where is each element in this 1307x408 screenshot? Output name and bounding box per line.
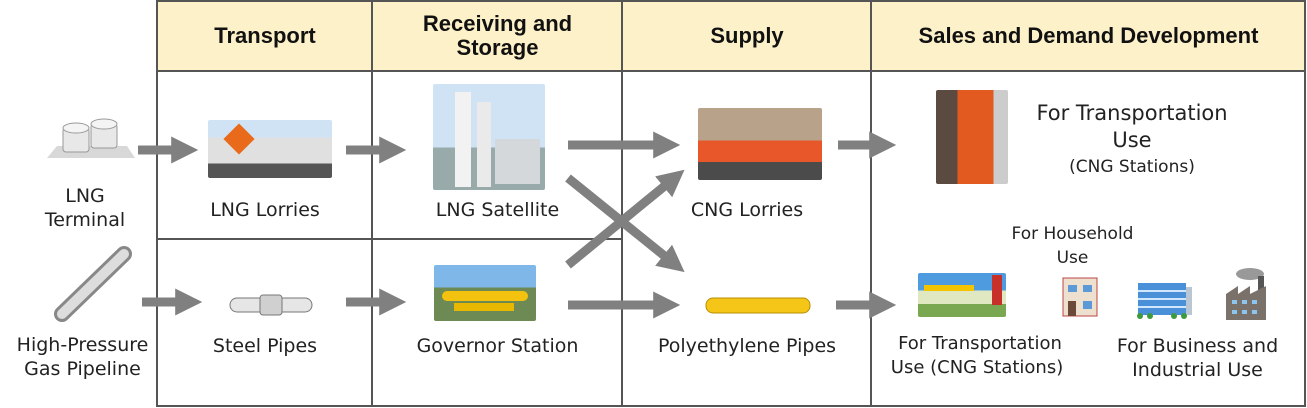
house-icon: [1062, 277, 1098, 317]
office-building-icon: [1137, 283, 1192, 319]
steel-pipe-icon: [229, 294, 313, 316]
polyethylene-pipes-label: Polyethylene Pipes: [657, 335, 837, 357]
vaporizer: [495, 139, 540, 184]
high-pressure-pipeline-icon: [54, 246, 132, 322]
transport-use-top-line1: For Transportation: [1036, 101, 1228, 125]
lng-satellite-label: LNG Satellite: [435, 199, 560, 221]
price-sign: [992, 275, 1002, 305]
household-use-line1: For Household: [1011, 224, 1134, 244]
grid-line: [870, 0, 872, 407]
logo-mark: [223, 123, 255, 155]
header-sales-demand: Sales and Demand Development: [872, 0, 1305, 71]
lng-lorries-label: LNG Lorries: [210, 199, 320, 221]
grid-line: [371, 0, 373, 407]
steel-pipes-label: Steel Pipes: [212, 335, 318, 357]
cng-dispenser-image: [936, 90, 1008, 184]
grid-line: [156, 405, 1306, 407]
storage-tank: [455, 92, 471, 187]
factory-icon: [1226, 268, 1266, 320]
business-industrial-line1: For Business and: [1116, 335, 1279, 357]
grid-line: [621, 0, 623, 407]
lng-terminal-label: LNG Terminal: [44, 185, 126, 231]
lng-satellite-image: [433, 84, 545, 190]
gas-pipe: [442, 291, 528, 301]
grid-line: [156, 0, 1306, 2]
grid-line: [156, 0, 158, 407]
arrow-governor-to-cng-lorries: [565, 169, 685, 269]
pipeline-label: High-Pressure Gas Pipeline: [16, 334, 149, 380]
grid-line: [1304, 0, 1306, 407]
business-industrial-line2: Industrial Use: [1132, 359, 1263, 381]
transport-use-bottom-line1: For Transportation: [898, 333, 1062, 354]
transport-use-top-line3: (CNG Stations): [1069, 157, 1195, 177]
transport-use-top-line2: Use: [1112, 128, 1152, 152]
gas-pipe: [454, 303, 514, 311]
grid-line: [156, 238, 623, 240]
storage-tank: [477, 102, 491, 187]
header-receiving-storage: Receiving and Storage: [373, 0, 622, 71]
header-supply: Supply: [623, 0, 871, 71]
household-use-line2: Use: [1056, 248, 1089, 268]
grid-line: [156, 70, 1306, 72]
cng-lorries-label: CNG Lorries: [690, 199, 804, 221]
polyethylene-pipe-icon: [705, 297, 811, 314]
transport-use-bottom-line2: Use (CNG Stations): [890, 357, 1064, 378]
cng-station-image: [918, 273, 1006, 317]
governor-station-image: [434, 265, 536, 321]
header-transport: Transport: [158, 0, 372, 71]
governor-station-label: Governor Station: [416, 335, 579, 357]
cng-lorry-image: [698, 108, 822, 180]
lng-terminal-icon: [47, 118, 135, 158]
canopy: [924, 285, 974, 291]
lng-lorry-image: [208, 120, 332, 178]
